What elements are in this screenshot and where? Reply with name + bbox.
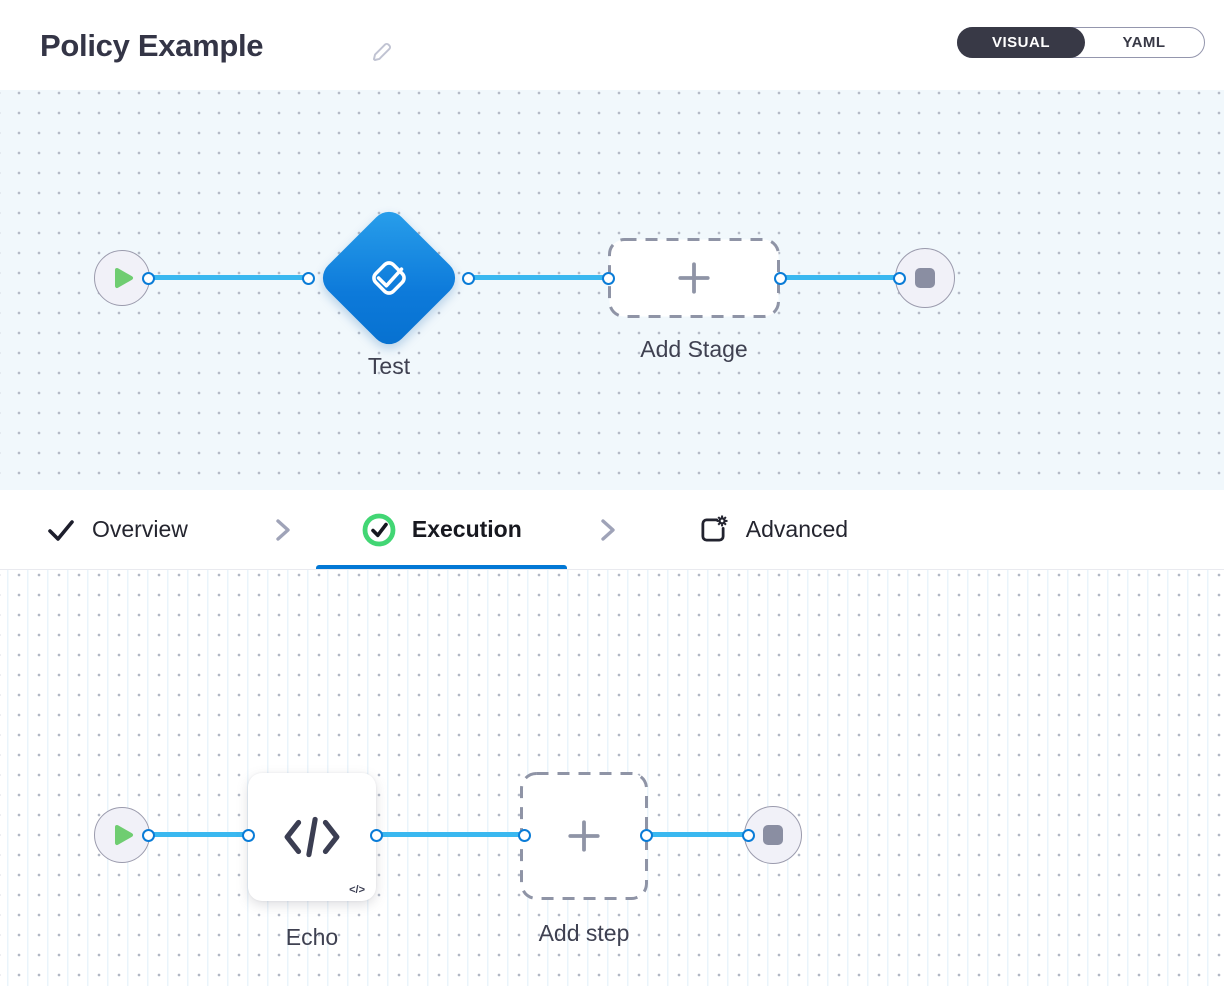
- toggle-yaml[interactable]: YAML: [1122, 34, 1166, 51]
- add-step-button[interactable]: [520, 772, 648, 900]
- connector-port[interactable]: [774, 272, 787, 285]
- check-icon: [48, 519, 74, 541]
- edit-title-button[interactable]: [368, 38, 394, 64]
- start-node[interactable]: [94, 807, 150, 863]
- stop-icon: [763, 825, 783, 845]
- add-stage-button[interactable]: [608, 238, 780, 318]
- play-icon: [115, 268, 133, 288]
- stage-label: Test: [367, 353, 411, 379]
- connector-port[interactable]: [142, 829, 155, 842]
- edge-start-to-stage: [148, 275, 308, 280]
- add-step-label: Add step: [538, 920, 630, 946]
- chevron-right-icon: [595, 490, 621, 569]
- play-icon: [115, 825, 133, 845]
- tab-label: Overview: [92, 516, 188, 542]
- edge-stage-to-addstage: [468, 275, 608, 280]
- connector-port[interactable]: [370, 829, 383, 842]
- tab-overview[interactable]: Overview: [45, 490, 188, 569]
- toggle-visual[interactable]: VISUAL: [957, 27, 1085, 58]
- tick-box-icon: [372, 261, 406, 295]
- active-tab-indicator: [315, 564, 567, 569]
- pencil-icon: [372, 42, 391, 61]
- tab-execution[interactable]: Execution: [315, 490, 567, 569]
- stage-config-tabs: Overview Execution: [0, 490, 1224, 570]
- plus-icon: [678, 262, 710, 294]
- tab-advanced[interactable]: Advanced: [697, 490, 848, 569]
- success-check-icon: [362, 513, 396, 546]
- connector-port[interactable]: [602, 272, 615, 285]
- connector-port[interactable]: [142, 272, 155, 285]
- edge-addstage-to-end: [780, 275, 899, 280]
- connector-port[interactable]: [893, 272, 906, 285]
- connector-port[interactable]: [242, 829, 255, 842]
- start-node[interactable]: [94, 250, 150, 306]
- execution-step-canvas[interactable]: </> Echo Add step: [0, 570, 1224, 986]
- stage-node-test[interactable]: [315, 204, 463, 352]
- add-stage-label: Add Stage: [640, 336, 748, 362]
- plus-icon: [568, 820, 600, 852]
- stop-icon: [915, 268, 935, 288]
- connector-port[interactable]: [742, 829, 755, 842]
- tab-label: Advanced: [745, 516, 849, 542]
- page-title: Policy Example: [40, 28, 264, 63]
- step-label: Echo: [285, 924, 339, 950]
- code-icon: [284, 816, 340, 858]
- step-type-badge: </>: [349, 884, 365, 896]
- edge-step-to-addstep: [376, 832, 524, 837]
- advanced-gear-icon: [701, 514, 728, 542]
- tab-label: Execution: [411, 516, 522, 542]
- header: Policy Example VISUAL YAML: [0, 0, 1224, 90]
- edge-addstep-to-end: [646, 832, 748, 837]
- connector-port[interactable]: [518, 829, 531, 842]
- stage-canvas[interactable]: Test Add Stage: [0, 90, 1224, 490]
- visual-yaml-toggle[interactable]: VISUAL YAML: [957, 27, 1205, 58]
- edge-start-to-step: [148, 832, 248, 837]
- connector-port[interactable]: [640, 829, 653, 842]
- connector-port[interactable]: [462, 272, 475, 285]
- connector-port[interactable]: [302, 272, 315, 285]
- chevron-right-icon: [270, 490, 296, 569]
- step-node-echo[interactable]: </>: [248, 773, 376, 901]
